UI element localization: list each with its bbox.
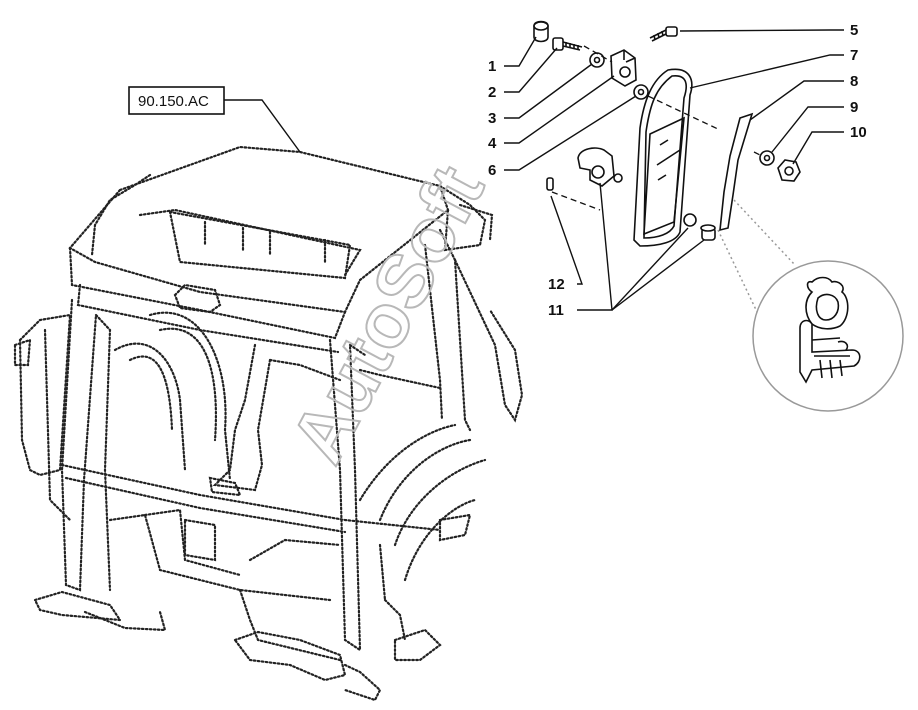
part-3-washer-icon: [589, 52, 605, 68]
part-1-nut-icon: [533, 20, 549, 43]
callout-2[interactable]: 2: [488, 84, 496, 101]
part-8-seal-strip-icon: [719, 112, 754, 232]
part-12-pin-icon: [546, 177, 554, 191]
exploded-parts: [533, 20, 801, 247]
reference-label-box[interactable]: 90.150.AC: [128, 86, 301, 153]
callout-11[interactable]: 11: [548, 302, 564, 319]
part-2-screw-icon: [552, 37, 583, 51]
callout-1[interactable]: 1: [488, 58, 496, 75]
part-11-hinge-clamp-icon: [577, 147, 716, 241]
callout-3[interactable]: 3: [488, 110, 496, 127]
callout-12[interactable]: 12: [548, 276, 565, 293]
watermark: AutoSoft: [274, 152, 502, 477]
callout-8[interactable]: 8: [850, 73, 858, 90]
part-4-bracket-icon: [610, 49, 637, 87]
part-9-washer-icon: [759, 150, 775, 166]
callout-labels: 1 2 3 4 5 6 7 8 9 10 11 12: [488, 22, 867, 319]
callout-9[interactable]: 9: [850, 99, 858, 116]
callout-10[interactable]: 10: [850, 124, 867, 141]
callout-6[interactable]: 6: [488, 162, 496, 179]
part-10-nut-icon: [777, 159, 801, 182]
part-7-window-glass-icon: [633, 68, 693, 247]
cab-frame-illustration: [13, 145, 524, 702]
callout-5[interactable]: 5: [850, 22, 858, 39]
seal-profile-detail: [717, 199, 904, 412]
part-6-washer-icon: [633, 84, 649, 100]
part-5-screw-icon: [649, 26, 678, 42]
callout-4[interactable]: 4: [488, 135, 497, 152]
reference-label-text: 90.150.AC: [138, 93, 209, 110]
watermark-text: AutoSoft: [275, 153, 501, 476]
callout-7[interactable]: 7: [850, 47, 858, 64]
callout-leaders: [504, 29, 844, 311]
